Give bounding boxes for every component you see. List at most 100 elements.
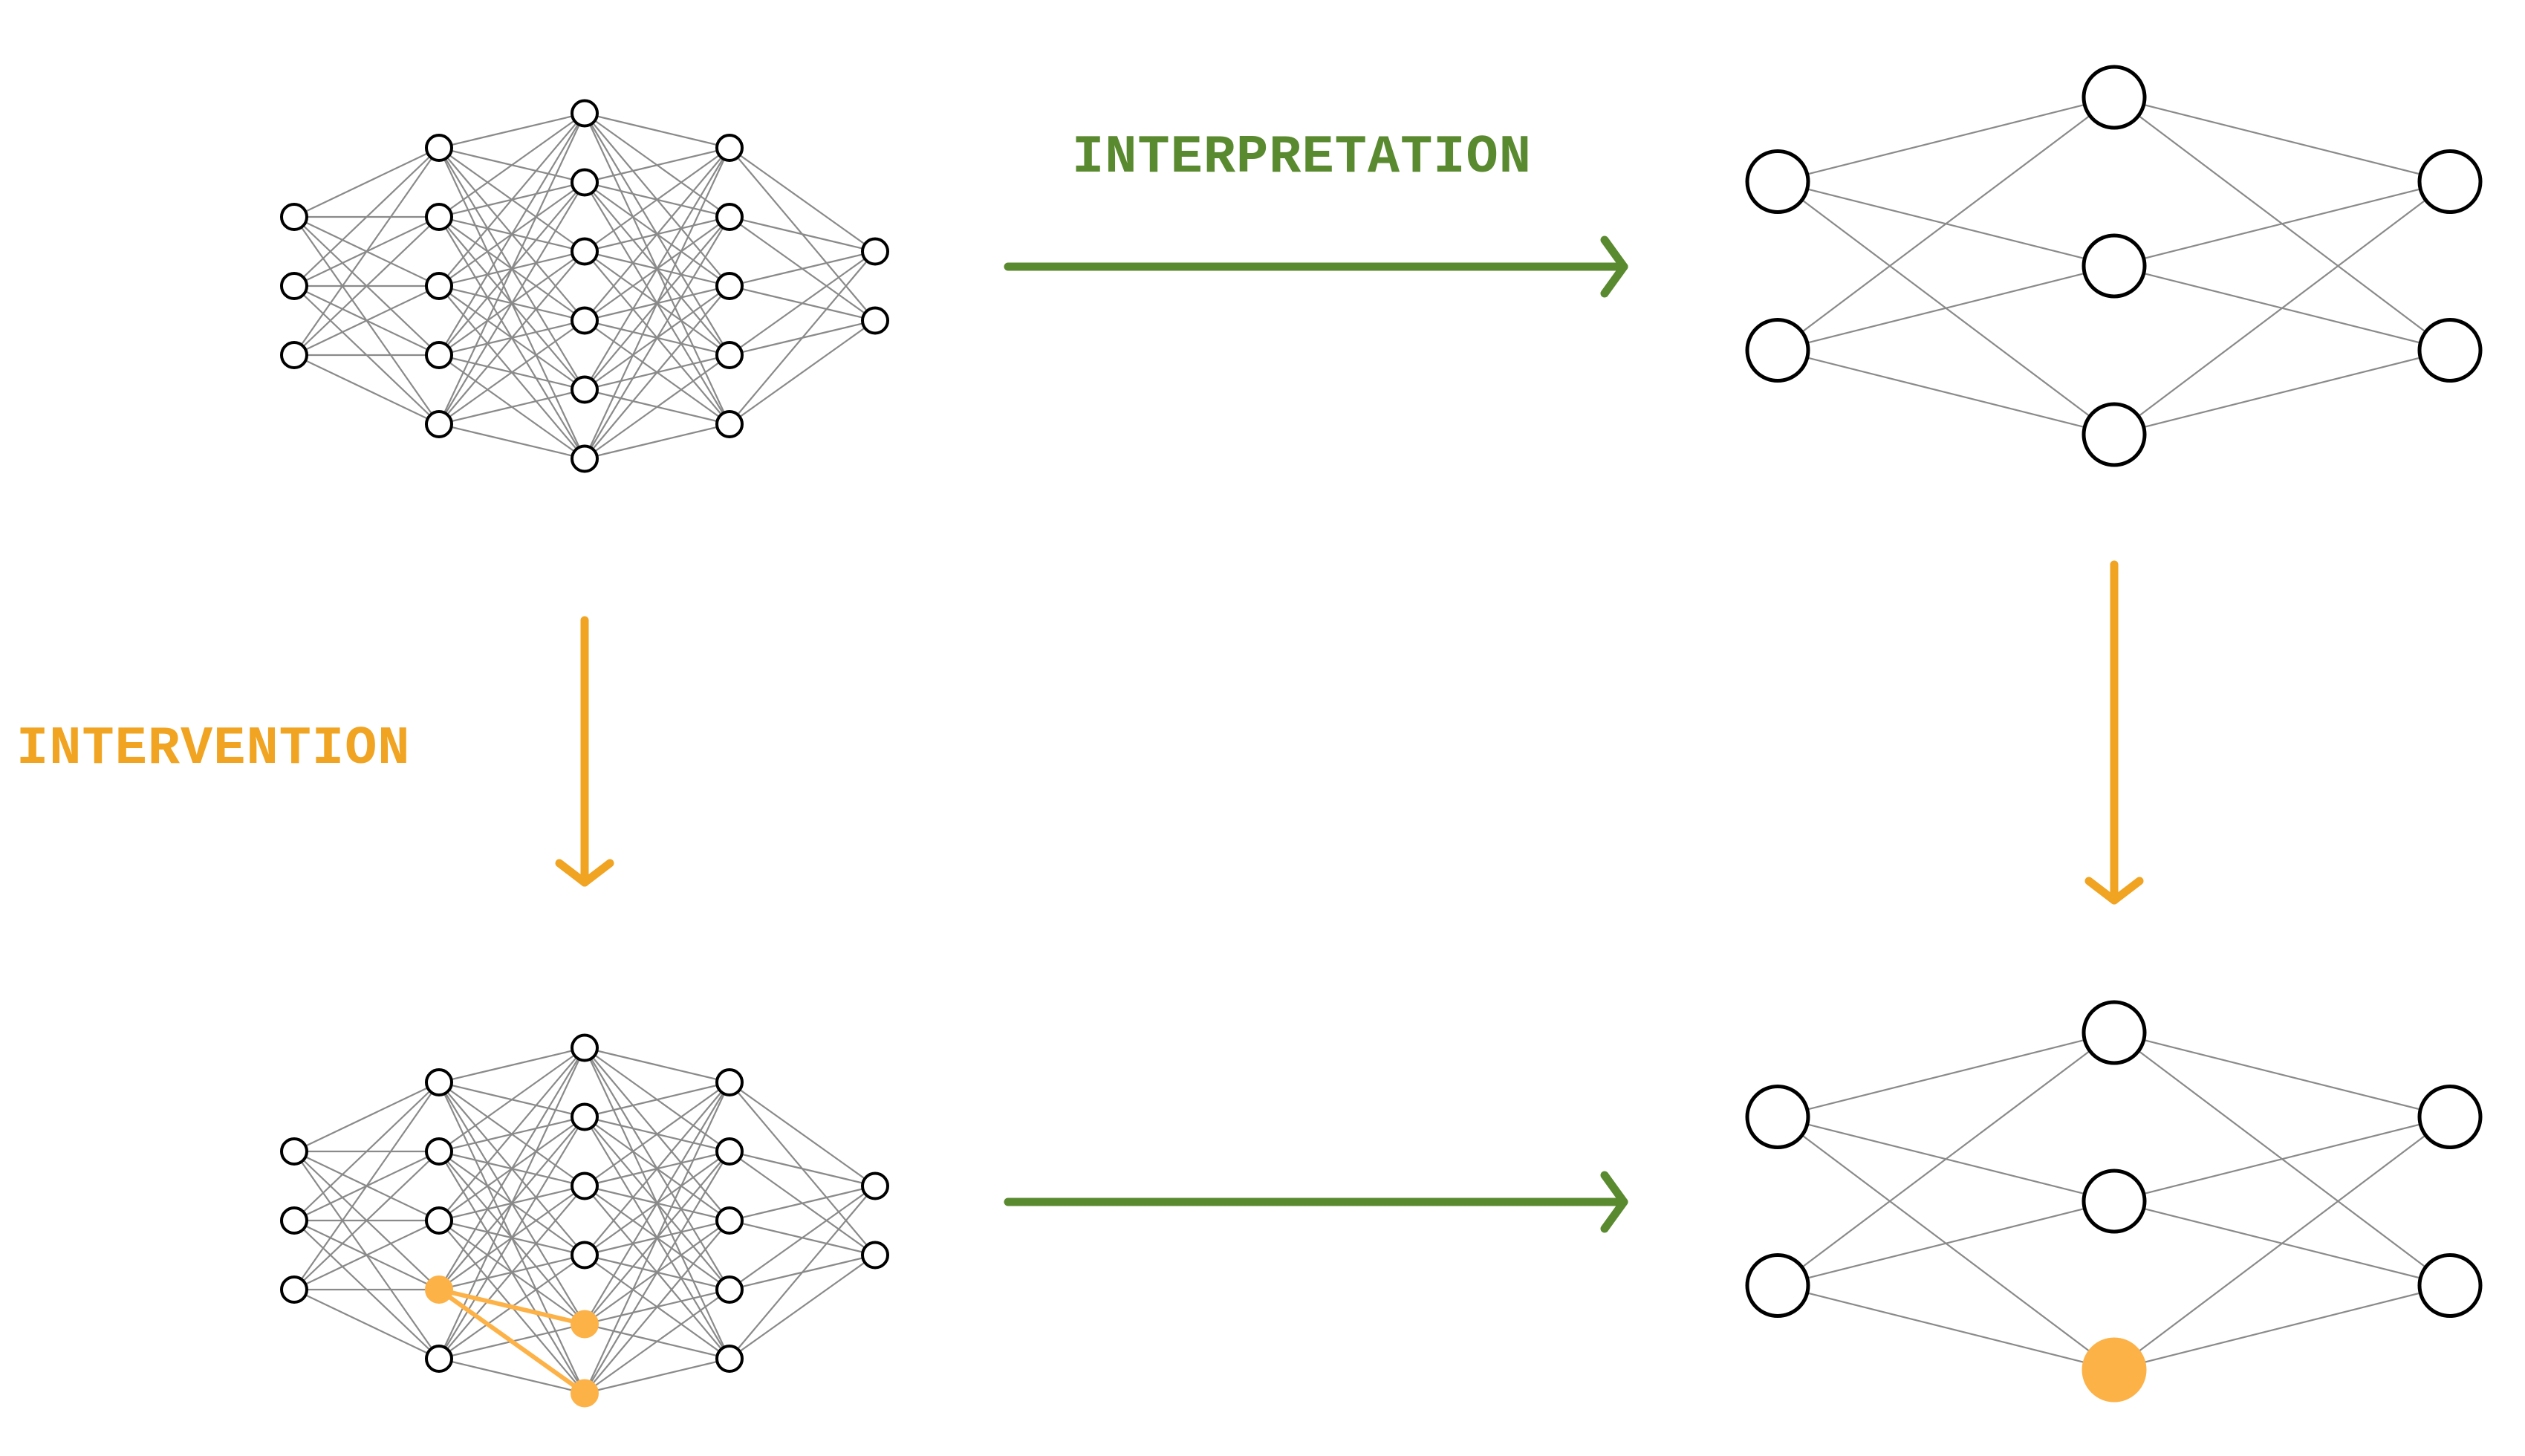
nodes xyxy=(1745,65,2483,467)
edge xyxy=(438,1116,585,1359)
edge xyxy=(584,1289,730,1394)
intervened-node xyxy=(425,1275,453,1304)
edge xyxy=(2113,181,2451,435)
edge xyxy=(584,147,730,459)
edge xyxy=(729,250,876,356)
edge xyxy=(438,1047,585,1290)
edge xyxy=(438,113,585,425)
edge xyxy=(584,147,730,253)
edge xyxy=(293,1289,440,1359)
edge xyxy=(1777,1284,2115,1371)
node xyxy=(571,168,599,197)
node xyxy=(571,306,599,335)
edge xyxy=(2113,349,2451,436)
node xyxy=(571,1241,599,1270)
edges xyxy=(1777,96,2451,436)
intervention-arrow xyxy=(555,616,614,887)
edge xyxy=(293,216,440,356)
edges xyxy=(293,112,876,460)
node xyxy=(280,1137,308,1166)
edge xyxy=(729,1185,876,1290)
original-network xyxy=(280,99,889,473)
node xyxy=(715,1137,744,1166)
edge xyxy=(584,423,730,460)
intervened-node xyxy=(571,1310,599,1339)
node xyxy=(425,203,453,231)
node xyxy=(861,1241,889,1270)
intervened-node xyxy=(571,1379,599,1408)
edge xyxy=(293,147,440,218)
edge xyxy=(584,1082,730,1256)
node xyxy=(715,1275,744,1304)
edge xyxy=(293,147,440,287)
edge xyxy=(2113,1116,2451,1371)
intervened-edge xyxy=(438,1287,586,1395)
intervened-edge xyxy=(438,1287,585,1327)
node xyxy=(715,341,744,369)
node xyxy=(861,237,889,266)
edge xyxy=(438,112,585,218)
edge xyxy=(2113,96,2451,183)
edge xyxy=(2113,1116,2451,1203)
node xyxy=(715,134,744,162)
edge xyxy=(729,1254,876,1359)
arrows xyxy=(555,235,2144,1233)
edge xyxy=(729,250,876,287)
node xyxy=(425,1068,453,1096)
edge xyxy=(438,112,585,287)
node xyxy=(425,1137,453,1166)
interpretation-arrow-bottom xyxy=(1004,1171,1628,1233)
node xyxy=(715,1345,744,1373)
node xyxy=(715,1068,744,1096)
node xyxy=(280,1275,308,1304)
abstract-network xyxy=(1745,65,2483,467)
node xyxy=(715,1206,744,1235)
node xyxy=(1745,318,1810,383)
node xyxy=(425,341,453,369)
node xyxy=(2417,1085,2483,1149)
interpretation-arrow xyxy=(1004,235,1628,298)
edge xyxy=(584,1357,730,1394)
intervention-arrow-abstract xyxy=(2084,560,2144,905)
node xyxy=(1745,149,1810,214)
edge xyxy=(584,1082,730,1187)
node xyxy=(861,1171,889,1200)
node xyxy=(571,1102,599,1131)
edge xyxy=(438,423,585,460)
node xyxy=(2082,402,2147,467)
node xyxy=(571,237,599,266)
edge xyxy=(584,147,730,322)
node xyxy=(715,272,744,300)
edge xyxy=(293,147,440,356)
edge xyxy=(438,112,585,149)
edge xyxy=(729,1082,876,1187)
edge xyxy=(2113,181,2451,267)
edge xyxy=(1777,96,2115,183)
node xyxy=(571,1171,599,1200)
edges xyxy=(293,1047,876,1395)
edge xyxy=(438,389,585,426)
edge xyxy=(729,1185,876,1222)
edge xyxy=(2113,1284,2451,1371)
edge xyxy=(1777,1032,2115,1287)
edge xyxy=(293,1151,440,1290)
node xyxy=(425,1206,453,1235)
intervention-label: INTERVENTION xyxy=(16,718,411,779)
node xyxy=(571,375,599,404)
node xyxy=(1745,1085,1810,1149)
node xyxy=(2082,233,2147,299)
edge xyxy=(729,215,876,253)
edge xyxy=(729,1185,876,1359)
edge xyxy=(584,1220,730,1394)
edge xyxy=(438,181,585,425)
edge xyxy=(584,112,730,149)
edge xyxy=(1777,349,2115,436)
edge xyxy=(584,1082,730,1394)
node xyxy=(425,272,453,300)
edge xyxy=(584,147,730,391)
node xyxy=(280,341,308,369)
intervened-network xyxy=(280,1033,889,1408)
interpretation-label: INTERPRETATION xyxy=(1072,127,1532,188)
edges xyxy=(1777,1031,2451,1371)
